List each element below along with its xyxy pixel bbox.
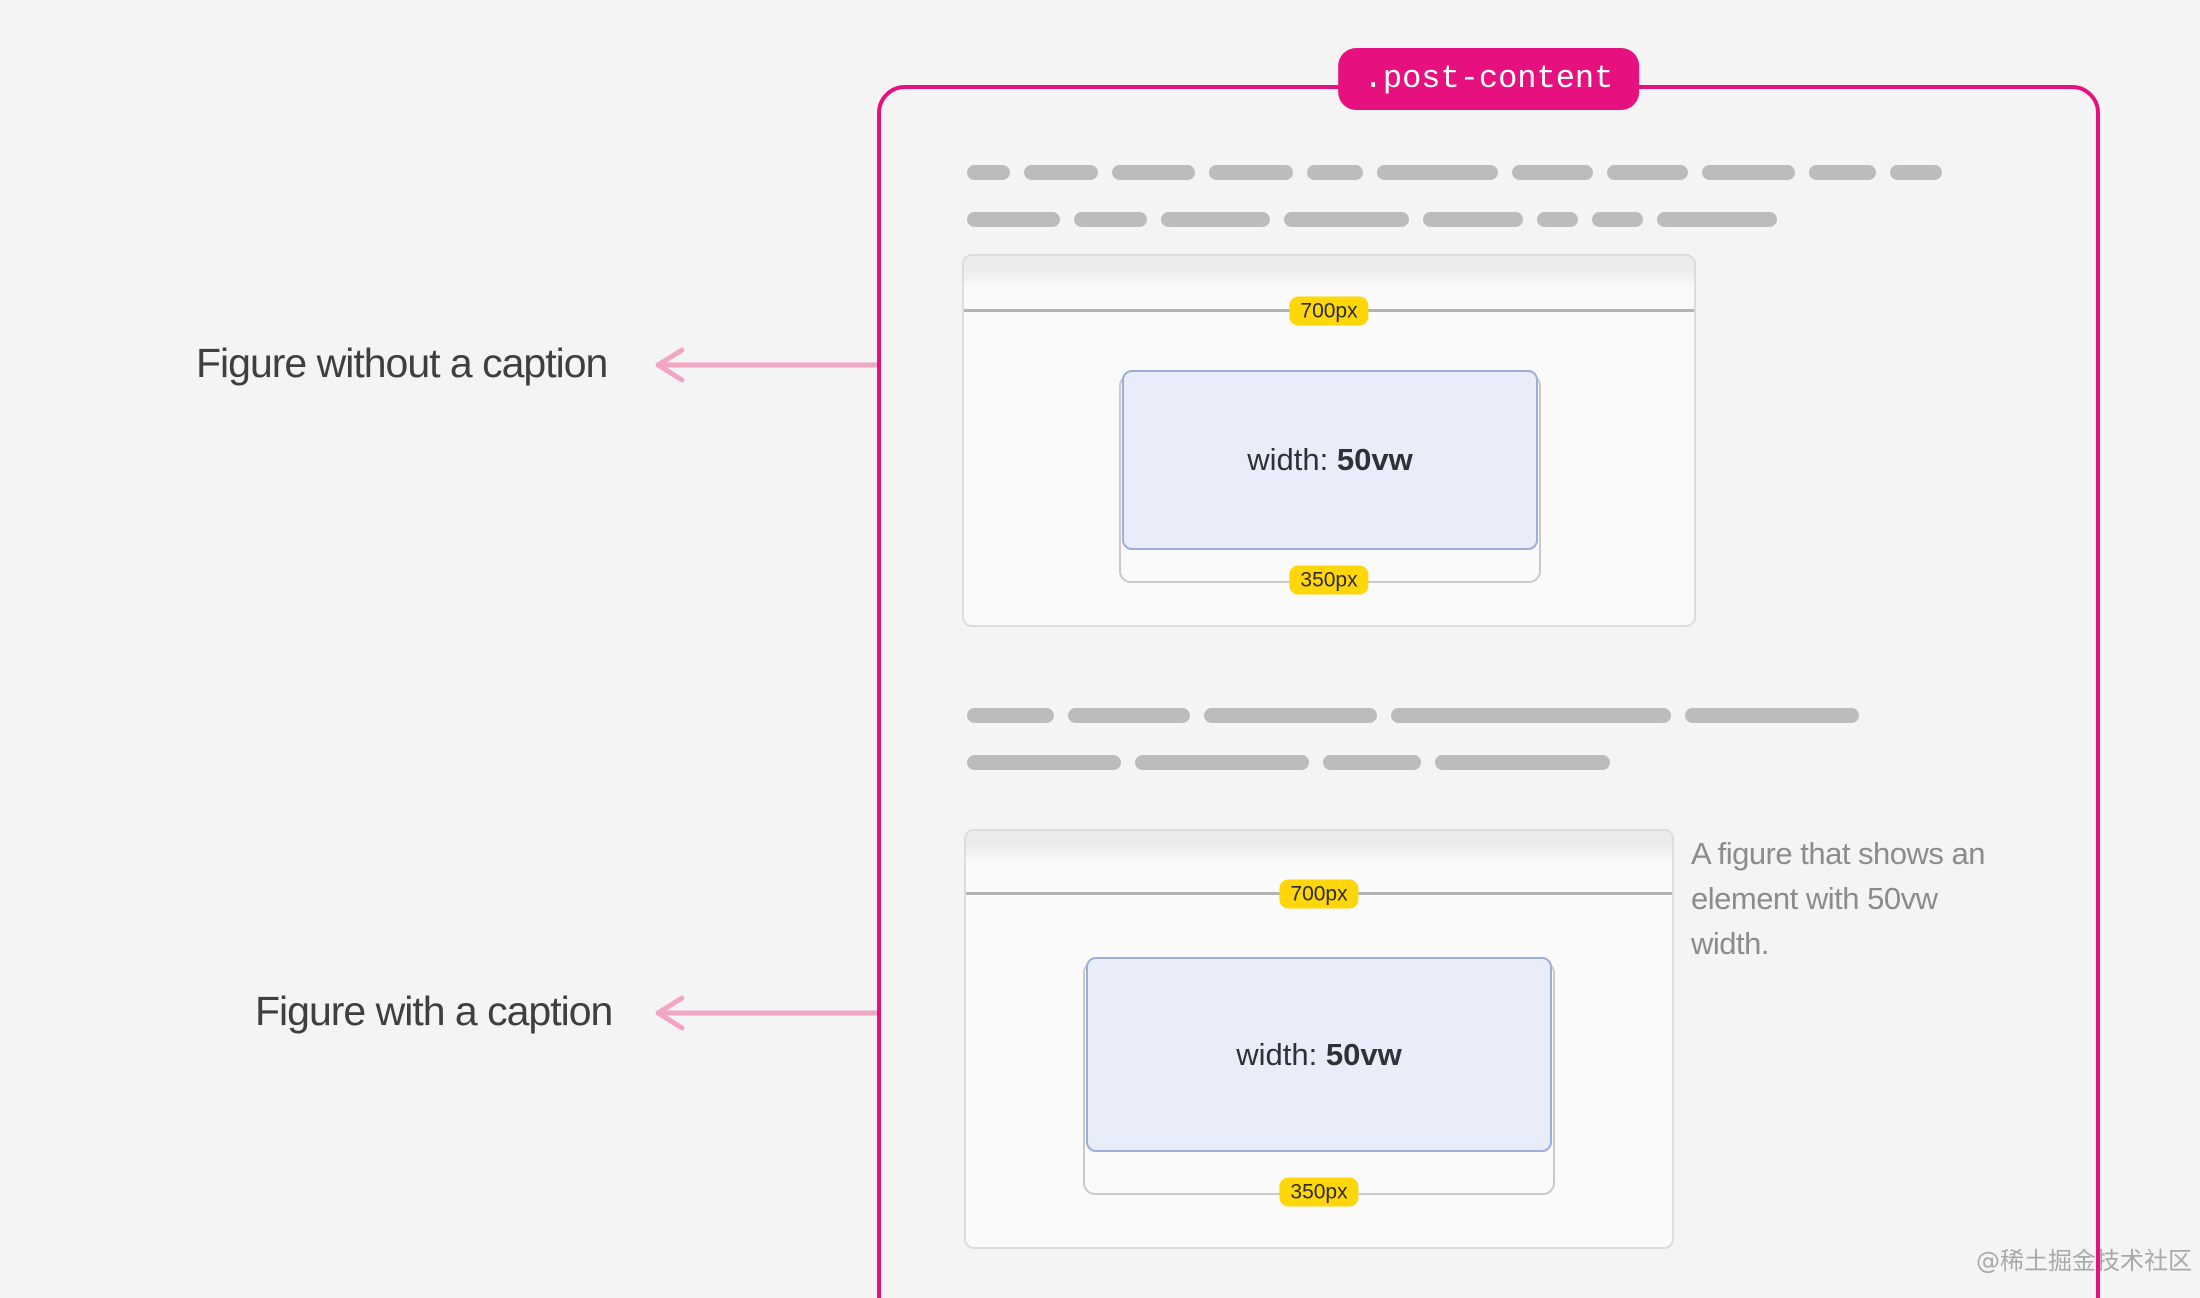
skeleton-text-line xyxy=(1391,708,1671,723)
arrow-figure-with-caption xyxy=(655,995,878,1031)
figure-caption: A figure that shows an element with 50vw… xyxy=(1691,836,1986,961)
skeleton-text-line xyxy=(1592,212,1643,227)
arrow-figure-without-caption xyxy=(655,347,878,383)
width-350-badge: 350px xyxy=(1279,1177,1359,1207)
skeleton-text-line xyxy=(1204,708,1377,723)
element-width-text: width: 50vw xyxy=(1236,1036,1402,1072)
skeleton-paragraph xyxy=(967,165,1942,180)
skeleton-text-line xyxy=(1307,165,1363,180)
skeleton-paragraph xyxy=(967,708,1859,723)
width-350-badge: 350px xyxy=(1289,565,1369,595)
skeleton-text-line xyxy=(967,212,1060,227)
skeleton-paragraph xyxy=(967,212,1777,227)
skeleton-text-line xyxy=(1435,755,1610,770)
skeleton-paragraph xyxy=(967,755,1610,770)
skeleton-text-line xyxy=(1809,165,1876,180)
skeleton-text-line xyxy=(967,708,1054,723)
skeleton-text-line xyxy=(1284,212,1409,227)
skeleton-text-line xyxy=(1074,212,1147,227)
figure-header-strip xyxy=(964,256,1694,286)
label-figure-without-caption: Figure without a caption xyxy=(196,340,608,386)
element-50vw: width: 50vw xyxy=(1122,370,1538,550)
skeleton-text-line xyxy=(1890,165,1942,180)
element-width-text: width: 50vw xyxy=(1247,442,1413,477)
element-50vw: width: 50vw xyxy=(1086,957,1552,1152)
skeleton-text-line xyxy=(1024,165,1098,180)
skeleton-text-line xyxy=(1112,165,1195,180)
width-700-badge: 700px xyxy=(1279,879,1359,909)
label-figure-with-caption: Figure with a caption xyxy=(255,988,613,1034)
skeleton-text-line xyxy=(1135,755,1309,770)
skeleton-text-line xyxy=(967,165,1010,180)
skeleton-text-line xyxy=(1377,165,1498,180)
skeleton-text-line xyxy=(1512,165,1593,180)
skeleton-text-line xyxy=(1657,212,1777,227)
skeleton-text-line xyxy=(1323,755,1421,770)
figure-without-caption: 700px 350px width: 50vw xyxy=(962,254,1696,627)
watermark: @稀土掘金技术社区 xyxy=(1976,1247,2192,1275)
skeleton-text-line xyxy=(967,755,1121,770)
skeleton-text-line xyxy=(1685,708,1859,723)
skeleton-text-line xyxy=(1068,708,1190,723)
skeleton-text-line xyxy=(1423,212,1523,227)
skeleton-text-line xyxy=(1209,165,1293,180)
width-700-badge: 700px xyxy=(1289,296,1369,326)
skeleton-text-line xyxy=(1161,212,1270,227)
figure-with-caption: 700px 350px width: 50vw xyxy=(964,829,1674,1249)
post-content-badge: .post-content xyxy=(1337,48,1640,110)
post-content-container: .post-content 700px 350px width: 50vw 70… xyxy=(877,48,2100,1298)
skeleton-text-line xyxy=(1537,212,1578,227)
figure-header-strip xyxy=(966,831,1672,861)
skeleton-text-line xyxy=(1607,165,1688,180)
skeleton-text-line xyxy=(1702,165,1795,180)
